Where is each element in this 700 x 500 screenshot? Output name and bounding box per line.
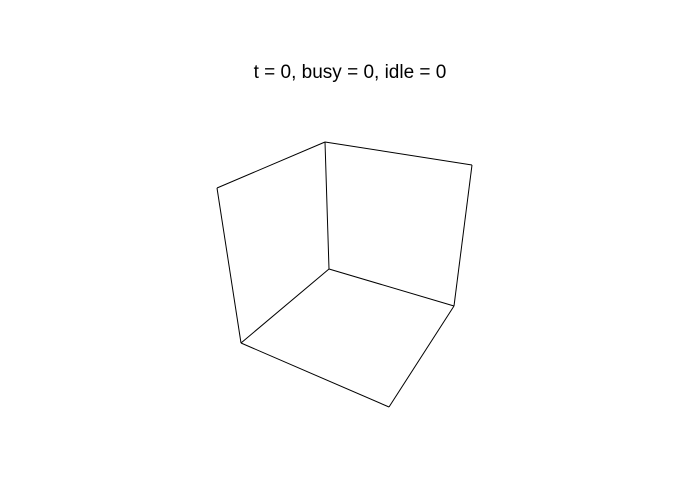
box-edge-top-left (216, 141, 326, 189)
box-edge-floor-front-right (388, 305, 455, 408)
box-edge-floor-back-right (328, 268, 455, 307)
box-edge-back-left-vertical (216, 187, 242, 344)
box-edge-top-right (324, 141, 473, 166)
box-edge-back-center-vertical (324, 141, 330, 270)
plot-title: t = 0, busy = 0, idle = 0 (253, 62, 447, 83)
box-edge-floor-front-left (240, 342, 390, 408)
box-edge-back-right-vertical (453, 164, 473, 307)
box-edge-floor-back-left (240, 268, 330, 344)
